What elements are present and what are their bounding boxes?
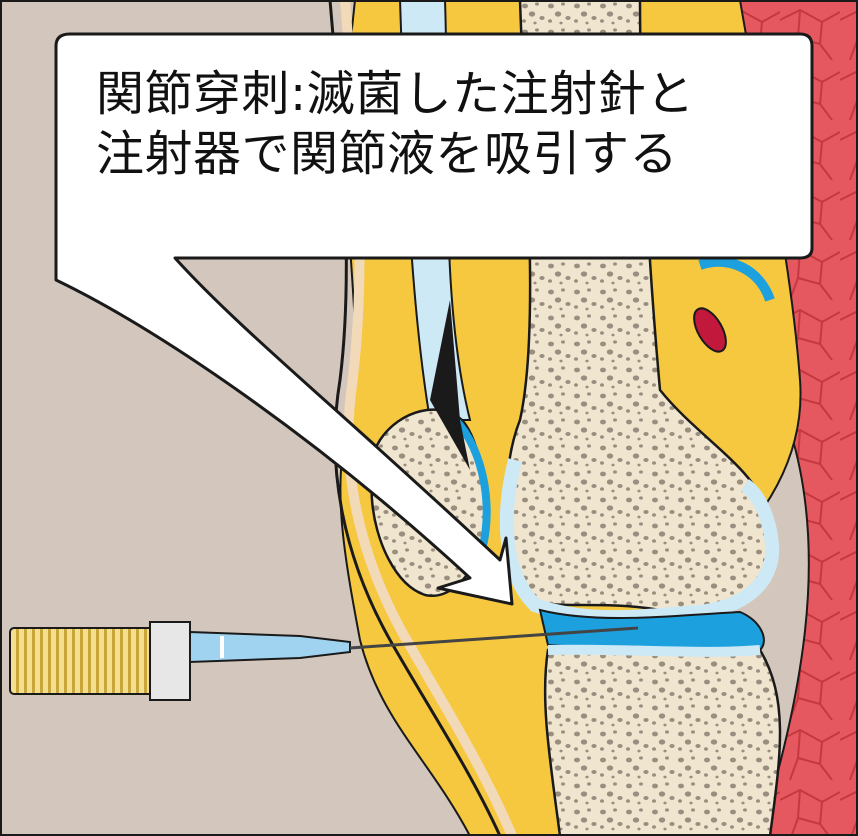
caption-line-1: 関節穿刺:滅菌した注射針と [96, 64, 776, 124]
tibial-cartilage [548, 650, 760, 652]
callout-caption: 関節穿刺:滅菌した注射針と 注射器で関節液を吸引する [96, 64, 776, 184]
tibia-bone [545, 650, 780, 836]
caption-line-2: 注射器で関節液を吸引する [96, 124, 776, 184]
